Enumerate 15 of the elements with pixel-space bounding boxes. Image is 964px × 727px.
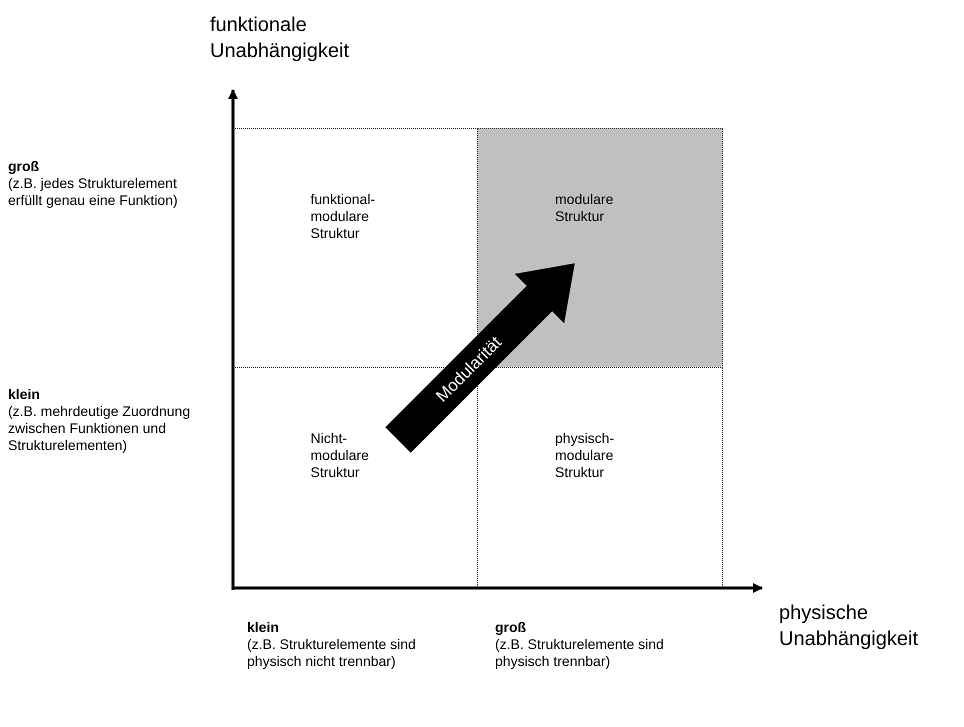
axis-note: (z.B. mehrdeutige Zuordnung zwischen Funktionen und Strukturelementen) — [8, 403, 192, 454]
axis-title: physische Unabhängigkeit — [779, 601, 919, 652]
block-arrow — [385, 263, 575, 453]
axis-note: (z.B. jedes Strukturelement erfüllt genau eine Funktion) — [8, 175, 179, 209]
cell-label: modulare Struktur — [555, 191, 614, 225]
axis-note: (z.B. Strukturelemente sind physisch trennbar) — [495, 636, 665, 670]
cell-label: physisch-modulare Struktur — [555, 430, 616, 481]
axis-title: funktionale Unabhängigkeit — [210, 13, 350, 64]
axis-value: klein — [8, 386, 41, 403]
axis-value: groß — [8, 158, 40, 175]
axis-note: (z.B. Strukturelemente sind physisch nicht trennbar) — [247, 636, 417, 670]
axis-value: klein — [247, 619, 280, 636]
cell-label: funktional-modulare Struktur — [310, 191, 376, 242]
cell-label: Nicht-modulare Struktur — [310, 430, 370, 481]
axis-value: groß — [495, 619, 528, 636]
